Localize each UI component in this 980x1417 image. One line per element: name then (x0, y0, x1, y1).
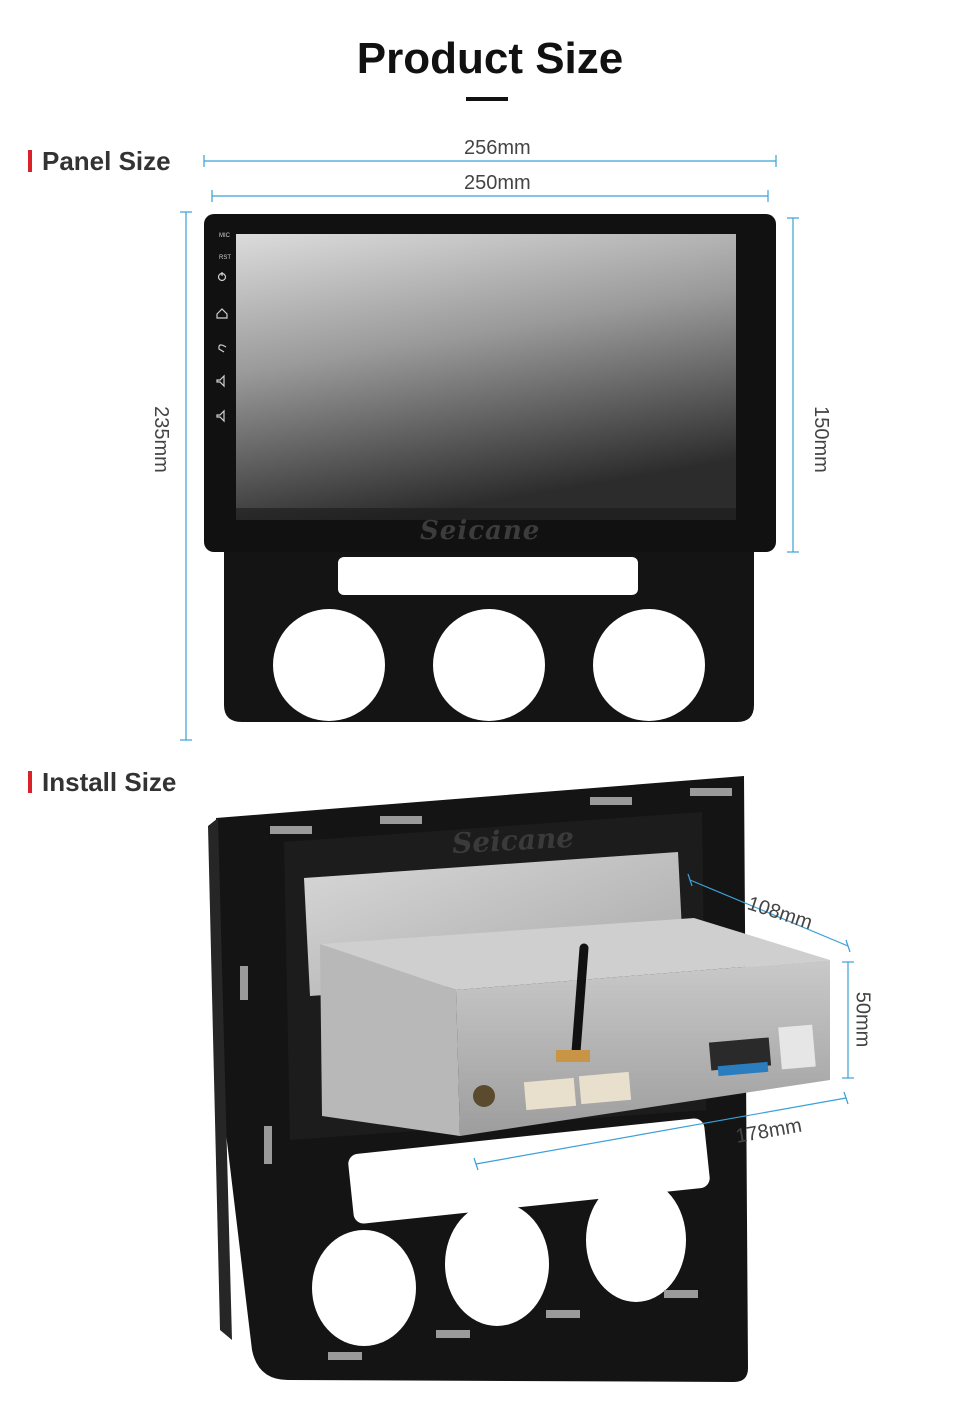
dim-height-label: 50mm (851, 991, 874, 1048)
accent-bar (28, 771, 32, 793)
title-underline (466, 97, 508, 101)
accent-bar (28, 150, 32, 172)
install-brand-mark: Seicane (451, 820, 575, 861)
head-unit-panel (204, 214, 776, 722)
install-view (208, 776, 830, 1382)
page-title: Product Size (356, 34, 624, 83)
panel-size-heading-text: Panel Size (42, 146, 171, 176)
panel-size-heading: Panel Size (28, 146, 171, 177)
install-size-heading: Install Size (28, 767, 176, 798)
install-size-heading-text: Install Size (42, 767, 177, 797)
side-label-mic: MIC (219, 233, 230, 239)
side-label-rst: RST (219, 255, 231, 261)
dim-screen-width-label: 250mm (464, 172, 531, 194)
panel-brand-mark: Seicane (420, 516, 541, 546)
panel-dimension-lines (180, 155, 799, 741)
dim-total-width-label: 256mm (464, 137, 531, 159)
install-dimension-lines (473, 873, 854, 1171)
